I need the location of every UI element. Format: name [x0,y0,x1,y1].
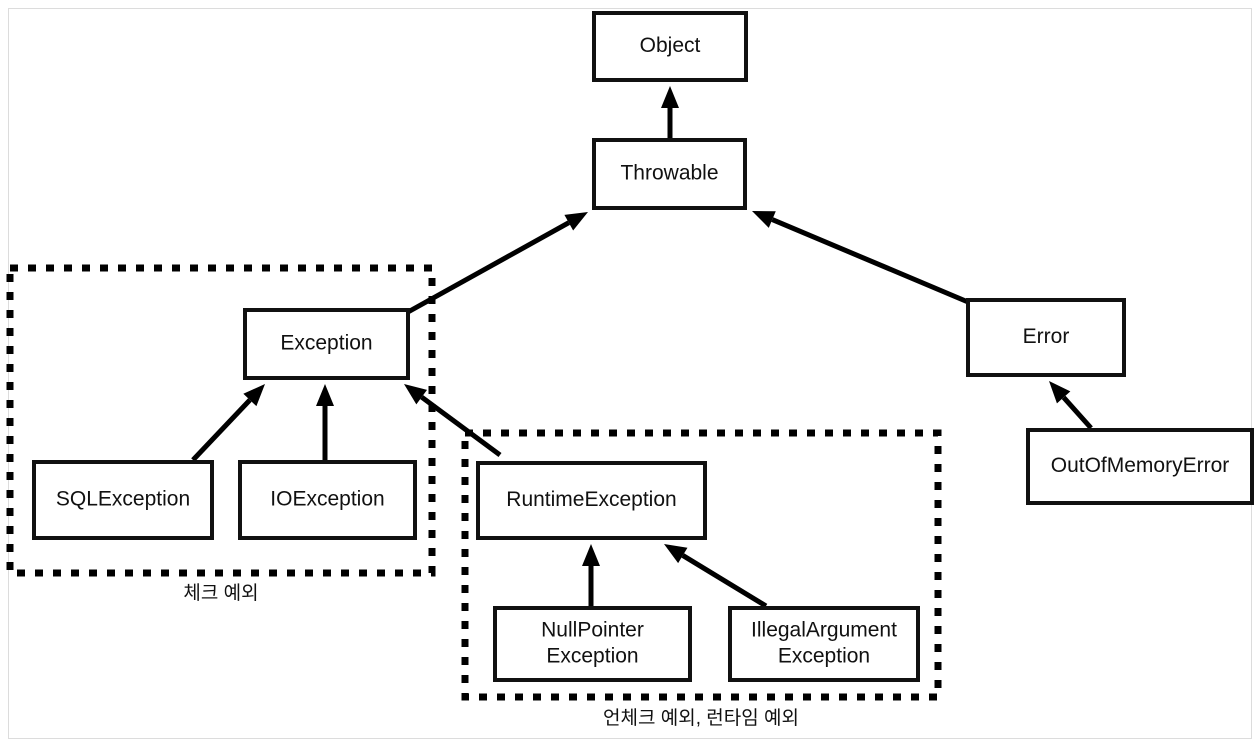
arrow-head-icon [404,384,428,405]
node-box [728,606,920,682]
arrow-head-icon [661,86,679,108]
node-label: IOException [270,488,384,511]
edge-line [406,220,570,315]
group-region-checked-group [6,264,436,577]
node-box [476,461,707,540]
node-label: NullPointer [541,619,644,642]
arrow-head-icon [316,384,334,406]
edge-ioexception-to-exception [316,384,334,460]
node-label: Exception [778,645,870,668]
class-node-sqlexception[interactable]: SQLException [32,460,214,540]
edge-outofmemoryerror-to-error [1049,381,1093,430]
node-box [592,11,748,82]
node-box [238,460,417,540]
node-box [1026,428,1254,505]
edge-nullpointerexception-to-runtimeexception [582,544,600,606]
edge-error-to-throwable [752,211,969,305]
arrow-head-icon [664,544,688,564]
arrow-head-icon [582,544,600,566]
arrow-head-icon [1049,381,1071,404]
edge-line [681,553,768,609]
edge-sqlexception-to-exception [191,384,265,462]
group-region-unchecked-group [461,429,942,701]
edge-throwable-to-object [661,86,679,140]
edge-line [771,217,969,305]
node-label: IllegalArgument [751,619,897,642]
arrow-head-icon [752,211,776,228]
edge-illegalargumentexception-to-runtimeexception [664,544,768,609]
node-label: OutOfMemoryError [1051,454,1230,477]
node-label: SQLException [56,488,190,511]
arrow-head-icon [243,384,265,407]
edge-line [420,395,502,458]
edge-runtimeexception-to-exception [404,384,502,458]
inheritance-edges-layer [191,86,1093,609]
class-node-exception[interactable]: Exception [243,308,410,380]
node-label: Object [640,34,701,57]
node-label: Exception [546,645,638,668]
node-box [966,298,1126,377]
class-node-ioexception[interactable]: IOException [238,460,417,540]
class-node-outofmemoryerror[interactable]: OutOfMemoryError [1026,428,1254,505]
class-node-object[interactable]: Object [592,11,748,82]
node-label: Throwable [620,162,718,185]
arrow-head-icon [564,212,588,231]
node-label: Exception [280,332,372,355]
node-box [493,606,692,682]
edge-line [1061,395,1093,430]
edge-line [191,398,252,462]
node-label: Error [1023,325,1070,348]
class-node-runtimeexception[interactable]: RuntimeException [476,461,707,540]
node-box [243,308,410,380]
edge-exception-to-throwable [406,212,588,315]
node-label: RuntimeException [506,488,676,511]
node-box [592,138,747,210]
group-caption: 체크 예외 [183,582,258,604]
group-caption: 언체크 예외, 런타임 예외 [603,707,799,729]
class-node-throwable[interactable]: Throwable [592,138,747,210]
class-node-error[interactable]: Error [966,298,1126,377]
node-box [32,460,214,540]
